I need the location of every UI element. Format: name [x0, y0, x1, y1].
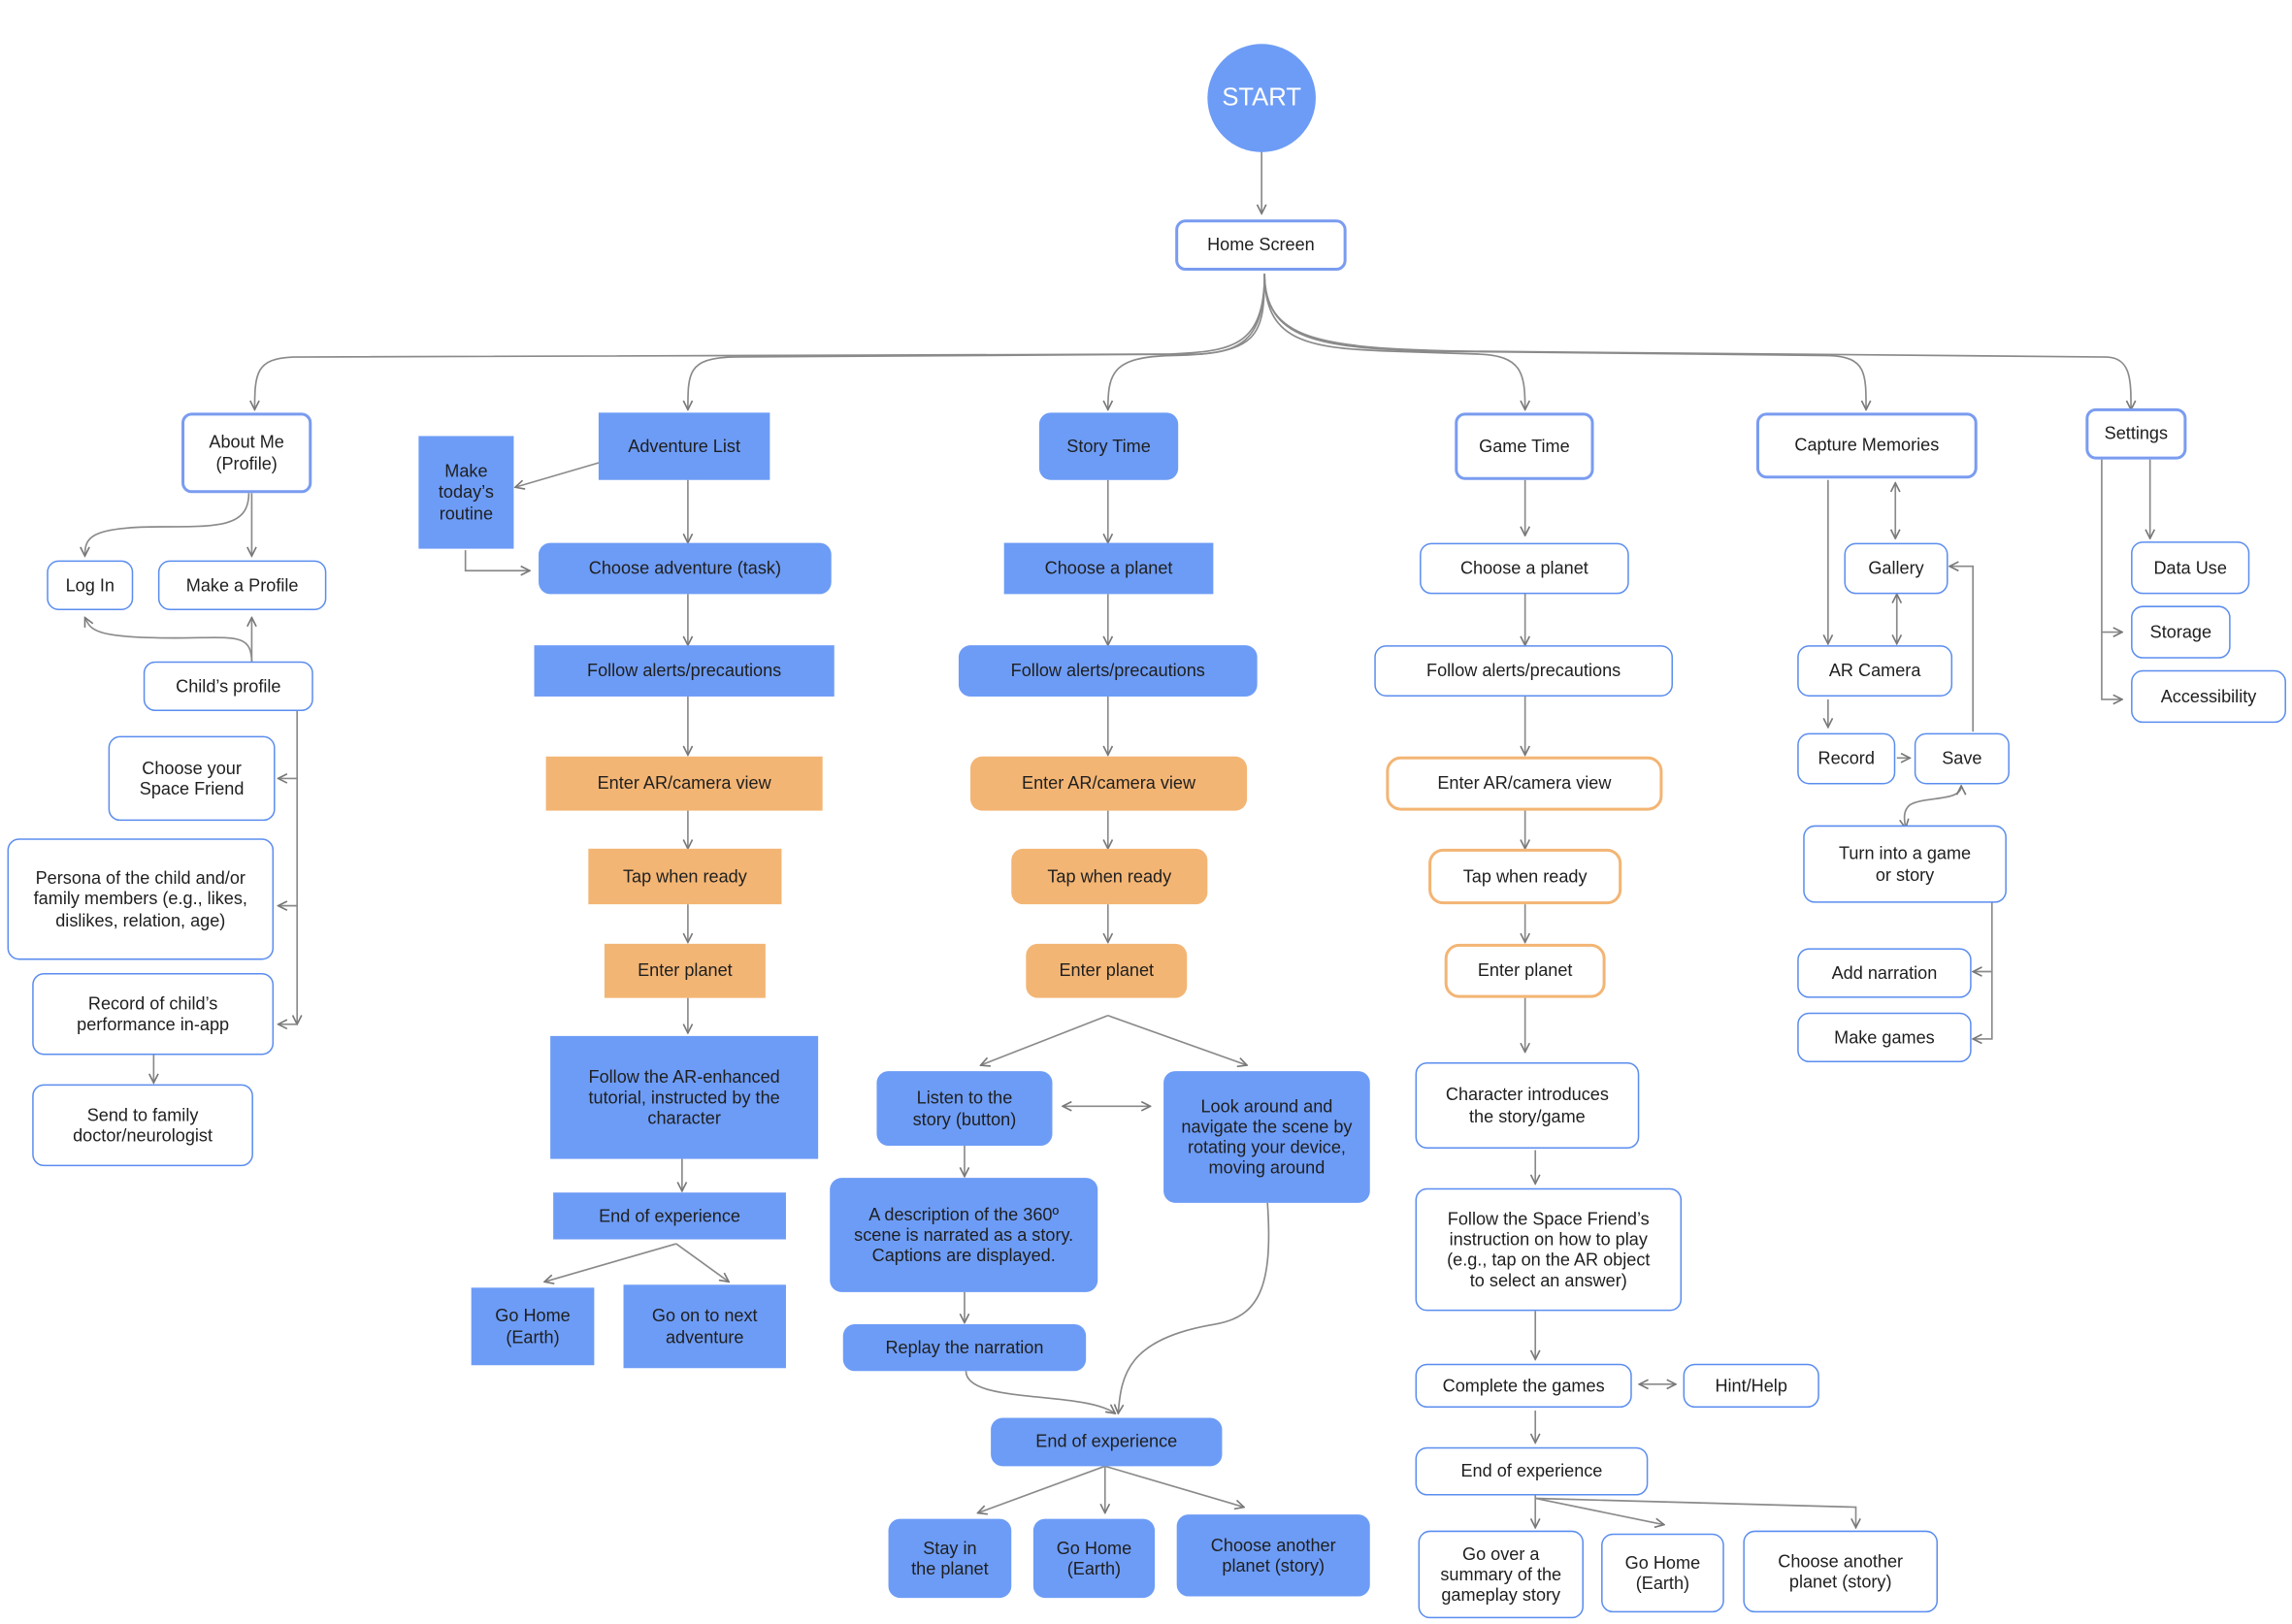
accessibility-node[interactable]: Accessibility — [2131, 669, 2286, 724]
game-tap-node[interactable]: Tap when ready — [1428, 848, 1622, 905]
child-profile-node[interactable]: Child’s profile — [143, 661, 313, 712]
record-performance-node[interactable]: Record of child’s performance in-app — [32, 973, 275, 1056]
adventure-alerts-node[interactable]: Follow alerts/precautions — [534, 645, 835, 697]
choose-adventure-node[interactable]: Choose adventure (task) — [539, 542, 832, 595]
make-games-node[interactable]: Make games — [1797, 1012, 1972, 1063]
story-tap-node[interactable]: Tap when ready — [1011, 848, 1208, 905]
game-ar-node[interactable]: Enter AR/camera view — [1386, 756, 1663, 811]
gameplay-summary-node[interactable]: Go over a summary of the gameplay story — [1418, 1530, 1584, 1619]
start-node[interactable]: START — [1207, 44, 1316, 152]
game-planet-node[interactable]: Enter planet — [1444, 943, 1606, 998]
hint-help-node[interactable]: Hint/Help — [1683, 1363, 1819, 1408]
ar-camera-node[interactable]: AR Camera — [1797, 645, 1953, 697]
save-node[interactable]: Save — [1914, 732, 2010, 785]
space-friend-node[interactable]: Choose your Space Friend — [108, 735, 276, 822]
story-time-node[interactable]: Story Time — [1038, 412, 1179, 480]
replay-narration-node[interactable]: Replay the narration — [842, 1324, 1087, 1372]
log-in-node[interactable]: Log In — [47, 560, 134, 610]
adventure-next-node[interactable]: Go on to next adventure — [623, 1284, 786, 1369]
turn-into-game-node[interactable]: Turn into a game or story — [1803, 825, 2007, 903]
adventure-tap-node[interactable]: Tap when ready — [588, 848, 782, 905]
game-end-node[interactable]: End of experience — [1415, 1446, 1649, 1496]
stay-planet-node[interactable]: Stay in the planet — [888, 1518, 1012, 1599]
complete-games-node[interactable]: Complete the games — [1415, 1363, 1632, 1408]
scene-description-node[interactable]: A description of the 360º scene is narra… — [830, 1178, 1098, 1292]
adventure-go-home-node[interactable]: Go Home (Earth) — [471, 1287, 595, 1366]
adventure-ar-node[interactable]: Enter AR/camera view — [545, 756, 823, 811]
capture-memories-node[interactable]: Capture Memories — [1755, 412, 1978, 479]
adventure-planet-node[interactable]: Enter planet — [604, 943, 766, 998]
story-end-node[interactable]: End of experience — [991, 1417, 1223, 1467]
game-alerts-node[interactable]: Follow alerts/precautions — [1374, 645, 1673, 697]
make-routine-node[interactable]: Make today’s routine — [418, 436, 514, 549]
story-alerts-node[interactable]: Follow alerts/precautions — [958, 645, 1258, 697]
home-screen-node[interactable]: Home Screen — [1175, 219, 1347, 272]
story-choose-planet-node[interactable]: Choose a planet — [1003, 542, 1214, 595]
game-another-planet-node[interactable]: Choose another planet (story) — [1743, 1530, 1938, 1613]
listen-story-node[interactable]: Listen to the story (button) — [876, 1071, 1053, 1146]
adventure-end-node[interactable]: End of experience — [553, 1192, 786, 1240]
follow-instruction-node[interactable]: Follow the Space Friend’s instruction on… — [1415, 1187, 1683, 1312]
make-profile-node[interactable]: Make a Profile — [157, 560, 327, 610]
add-narration-node[interactable]: Add narration — [1797, 948, 1972, 998]
story-ar-node[interactable]: Enter AR/camera view — [970, 756, 1248, 811]
persona-node[interactable]: Persona of the child and/or family membe… — [7, 838, 275, 960]
story-another-planet-node[interactable]: Choose another planet (story) — [1176, 1514, 1370, 1597]
story-planet-node[interactable]: Enter planet — [1026, 943, 1188, 998]
storage-node[interactable]: Storage — [2131, 605, 2231, 659]
settings-node[interactable]: Settings — [2085, 407, 2187, 460]
look-around-node[interactable]: Look around and navigate the scene by ro… — [1163, 1071, 1370, 1203]
adventure-tutorial-node[interactable]: Follow the AR-enhanced tutorial, instruc… — [550, 1035, 819, 1159]
record-node[interactable]: Record — [1797, 732, 1896, 785]
story-go-home-node[interactable]: Go Home (Earth) — [1032, 1518, 1156, 1599]
adventure-list-node[interactable]: Adventure List — [598, 412, 770, 480]
game-time-node[interactable]: Game Time — [1455, 412, 1594, 480]
about-me-node[interactable]: About Me (Profile) — [181, 412, 312, 494]
game-choose-planet-node[interactable]: Choose a planet — [1420, 542, 1629, 595]
gallery-node[interactable]: Gallery — [1844, 542, 1948, 595]
send-doctor-node[interactable]: Send to family doctor/neurologist — [32, 1084, 253, 1167]
game-go-home-node[interactable]: Go Home (Earth) — [1601, 1533, 1724, 1613]
character-intro-node[interactable]: Character introduces the story/game — [1415, 1062, 1640, 1150]
data-use-node[interactable]: Data Use — [2131, 541, 2250, 595]
